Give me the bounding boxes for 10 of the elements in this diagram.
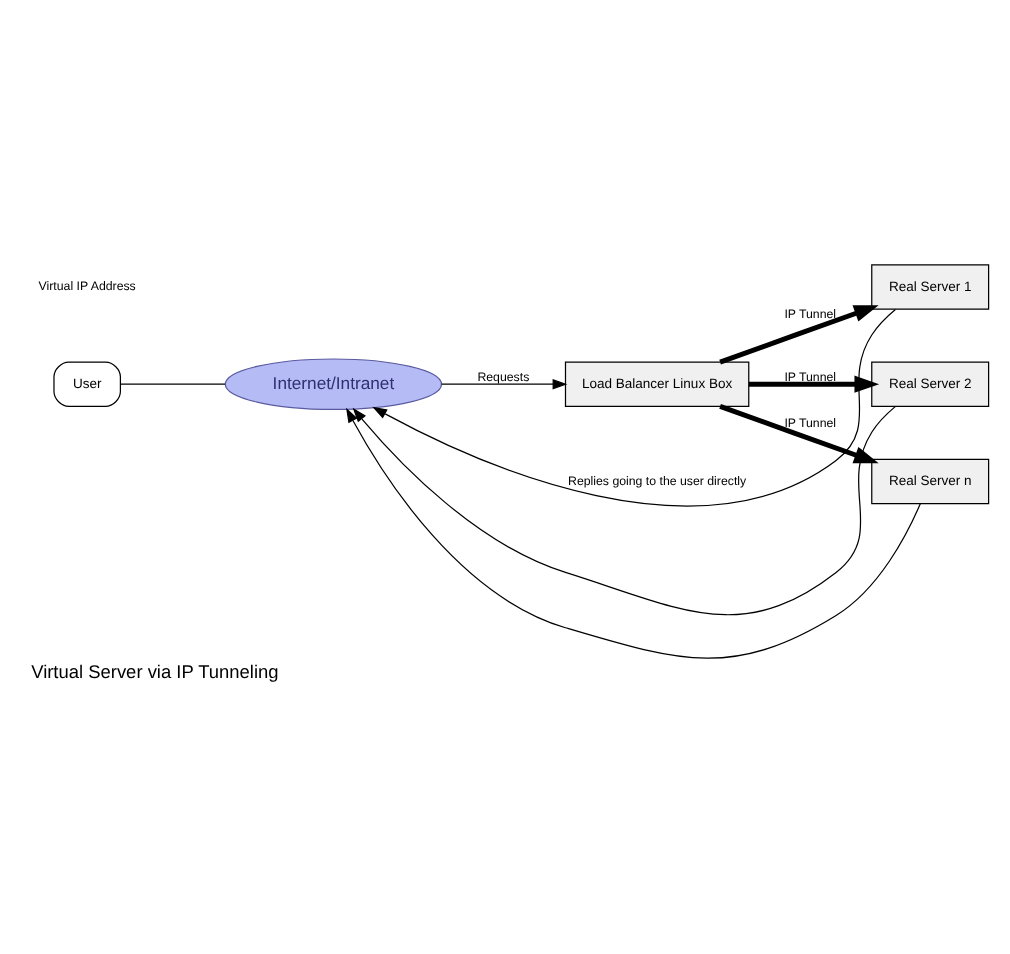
node-ellipse: Internet/Intranet — [224, 358, 443, 411]
arrow — [748, 375, 880, 393]
arrow — [352, 406, 896, 616]
arrow — [372, 308, 897, 507]
connector — [120, 383, 226, 385]
caption: Virtual Server via IP Tunneling — [31, 662, 279, 683]
arrow — [346, 407, 921, 659]
arrow — [719, 404, 879, 464]
arrow — [719, 305, 879, 365]
arrow — [441, 379, 568, 390]
